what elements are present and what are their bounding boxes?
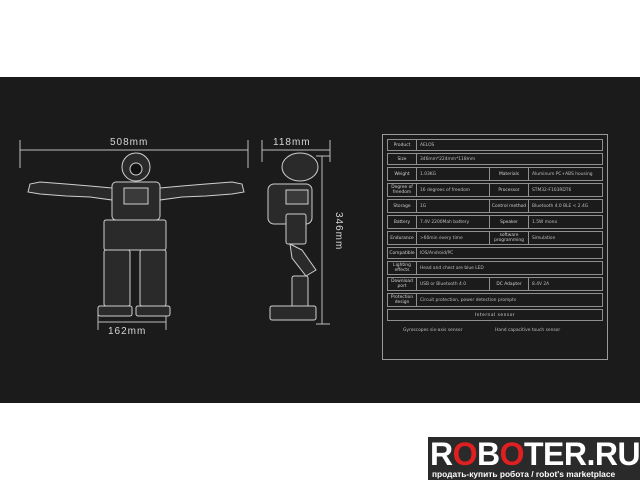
spec-table: Product AELOS Size 346mm*224mm*118mm Wei… [382,134,608,360]
size-label: Size [387,153,417,165]
row-battery: Battery 7.4V 2200Mah battery Speaker 1.5… [387,215,603,229]
internal-sensor-label: Internal sensor [387,309,603,321]
product-value: AELOS [417,139,603,151]
row-download: Download port USB or Bluetooth 4.0 DC Ad… [387,277,603,291]
logo-title: ROBOTER.RU [430,436,640,472]
compatible-value: IOS/Android/PC [417,247,603,259]
storage-label: Storage [387,199,417,213]
row-endurance: Endurance >60min every time software pro… [387,231,603,245]
depth-dimension-label: 118mm [273,137,311,148]
weight-label: Weight [387,167,417,181]
dc-value: 8.4V 2A [529,277,603,291]
robot-side-view [267,152,319,321]
row-internal-sensor: Internal sensor [387,309,603,321]
dof-value: 16 degrees of freedom [417,183,490,197]
product-label: Product [387,139,417,151]
dof-label: Degree of freedom [387,183,417,197]
download-label: Download port [387,277,417,291]
endurance-value: >60min every time [417,231,490,245]
dc-label: DC Adapter [490,277,529,291]
protection-value: Circuit protection, power detection prom… [417,293,603,307]
control-label: Control method [490,199,529,213]
processor-value: STM32-F103RDT6 [529,183,603,197]
width-dimension-label: 508mm [110,137,149,148]
roboter-logo: ROBOTER.RU продать-купить робота / robot… [428,436,640,480]
compatible-label: Compatible [387,247,417,259]
row-product: Product AELOS [387,139,603,151]
control-value: Bluetooth 4.0 BLE < 2.4G [529,199,603,213]
row-dof: Degree of freedom 16 degrees of freedom … [387,183,603,197]
endurance-label: Endurance [387,231,417,245]
size-value: 346mm*224mm*118mm [417,153,603,165]
row-storage: Storage 1G Control method Bluetooth 4.0 … [387,199,603,213]
battery-value: 7.4V 2200Mah battery [417,215,490,229]
row-protection: Protection design Circuit protection, po… [387,293,603,307]
base-dimension-label: 162mm [108,326,147,337]
row-compatible: Compatible IOS/Android/PC [387,247,603,259]
row-lighting: Lighting effects Head and chest are blue… [387,261,603,275]
weight-value: 1.03KG [417,167,490,181]
materials-label: Materials [490,167,529,181]
speaker-label: Speaker [490,215,529,229]
row-size: Size 346mm*224mm*118mm [387,153,603,165]
row-weight: Weight 1.03KG Materials Aluminum PC+ABS … [387,167,603,181]
speaker-value: 1.5W mono [529,215,603,229]
lighting-label: Lighting effects [387,261,417,275]
protection-label: Protection design [387,293,417,307]
software-value: Simulation [529,231,603,245]
storage-value: 1G [417,199,490,213]
processor-label: Processor [490,183,529,197]
software-label: software programming [490,231,529,245]
logo-subtitle: продать-купить робота / robot's marketpl… [432,469,616,479]
sensor-gyroscope: Gyroscopes six-axis sensor [403,328,463,333]
download-value: USB or Bluetooth 4.0 [417,277,490,291]
height-dimension-label: 346mm [333,212,344,251]
lighting-value: Head and chest are blue LED [417,261,603,275]
robot-front-view [27,152,245,317]
materials-value: Aluminum PC+ABS housing [529,167,603,181]
sensor-touch: Hand capacitive touch sensor [495,328,561,333]
battery-label: Battery [387,215,417,229]
